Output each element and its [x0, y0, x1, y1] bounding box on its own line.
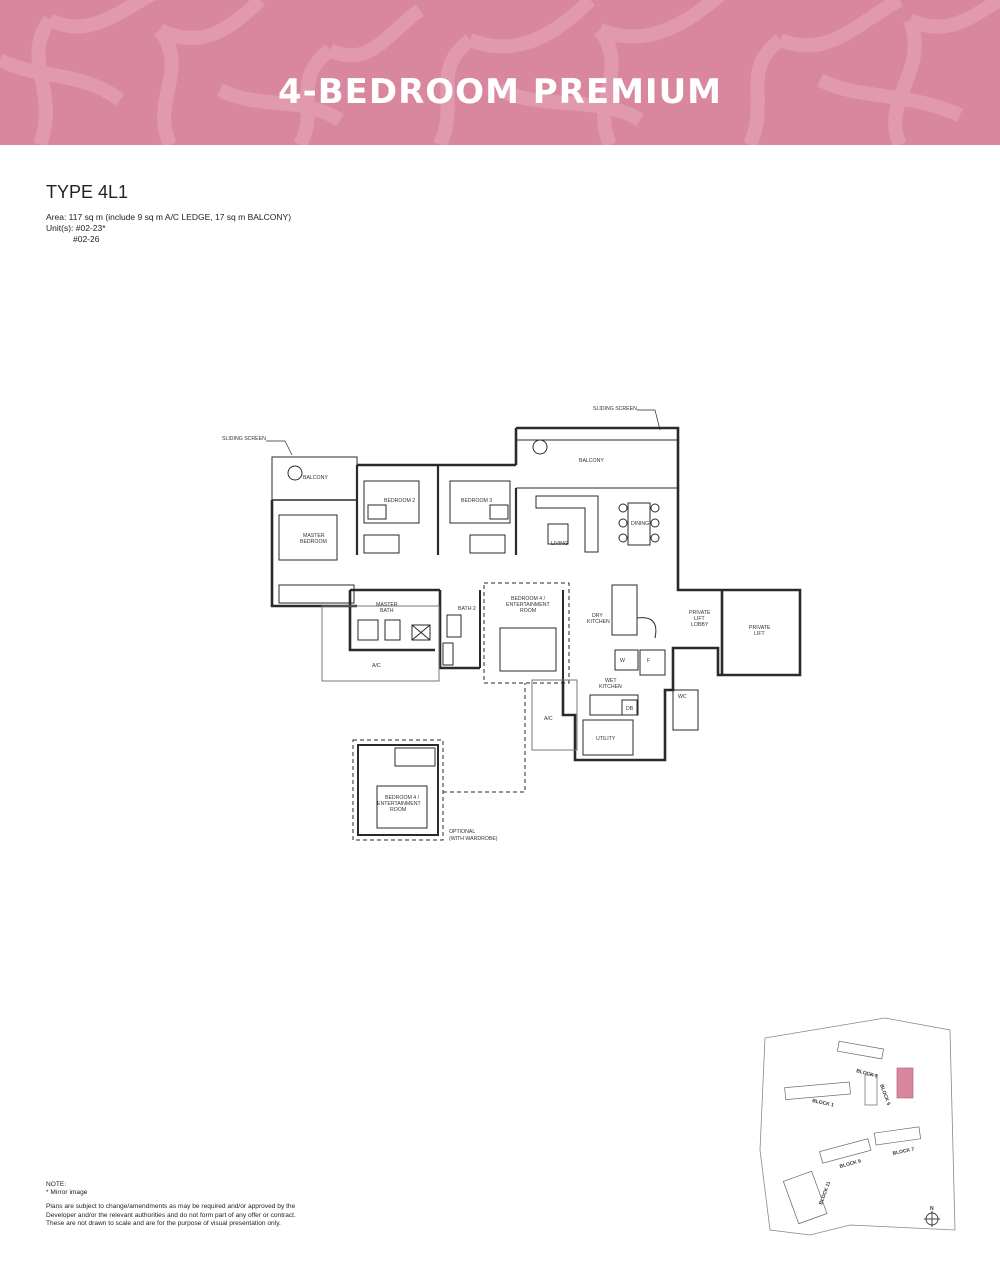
- label-fridge: F: [647, 658, 650, 664]
- note-heading: NOTE:: [46, 1181, 67, 1188]
- highlighted-unit: [896, 1067, 914, 1099]
- label-dry-kitchen-2: KITCHEN: [587, 619, 610, 625]
- banner-tree-pattern: [0, 0, 1000, 145]
- keyplan-block-5: BLOCK 5: [878, 1084, 891, 1107]
- label-master-bedroom-2: BEDROOM: [300, 539, 327, 545]
- label-bedroom-3: BEDROOM 3: [461, 498, 492, 504]
- label-bedroom-4-3: ROOM: [520, 608, 536, 614]
- label-optional-1: OPTIONAL: [449, 829, 475, 835]
- page-title: 4-BEDROOM PREMIUM: [277, 72, 723, 112]
- label-washer: W: [620, 658, 625, 664]
- keyplan-block-1: BLOCK 1: [812, 1098, 835, 1108]
- site-boundary: [759, 1017, 956, 1236]
- block-1-shape: [784, 1081, 851, 1100]
- block-11-shape: [782, 1170, 828, 1225]
- note-line-1: Plans are subject to change/amendments a…: [46, 1203, 296, 1211]
- label-balcony-right: BALCONY: [579, 458, 604, 464]
- label-private-lift-1: PRIVATE: [749, 625, 771, 631]
- note-line-2: Developer and/or the relevant authoritie…: [46, 1211, 296, 1219]
- disclaimer-notes: NOTE: * Mirror image Plans are subject t…: [46, 1181, 296, 1228]
- keyplan-block-11: BLOCK 11: [818, 1180, 832, 1205]
- label-dry-kitchen-1: DRY: [592, 613, 603, 619]
- label-utility: UTILITY: [596, 736, 616, 742]
- unit-info: Area: 117 sq m (include 9 sq m A/C LEDGE…: [46, 212, 291, 245]
- label-optional-bedroom-4-1: BEDROOM 4 /: [385, 795, 420, 801]
- block-7-shape: [873, 1126, 922, 1146]
- unit-numbers: Unit(s): #02-23*: [46, 223, 106, 233]
- label-optional-bedroom-4-3: ROOM: [390, 807, 406, 813]
- label-wc: WC: [678, 694, 687, 700]
- label-balcony-left: BALCONY: [303, 475, 328, 481]
- label-bedroom-4-1: BEDROOM 4 /: [511, 596, 546, 602]
- label-db: DB: [626, 706, 634, 712]
- wall-east-south: [516, 426, 802, 762]
- note-mirror: * Mirror image: [46, 1189, 88, 1197]
- label-bedroom-4-2: ENTERTAINMENT: [506, 602, 550, 608]
- label-master-bath-1: MASTER: [376, 602, 398, 608]
- unit-numbers-more: #02-26: [73, 234, 100, 244]
- label-sliding-screen-left: SLIDING SCREEN: [222, 436, 266, 442]
- keyplan-block-9: BLOCK 9: [839, 1158, 862, 1170]
- keyplan-block-3: BLOCK 3: [855, 1068, 878, 1080]
- label-private-lift-2: LIFT: [754, 631, 765, 637]
- label-bedroom-2: BEDROOM 2: [384, 498, 415, 504]
- unit-type-title: TYPE 4L1: [46, 182, 129, 202]
- label-optional-bedroom-4-2: ENTERTAINMENT: [377, 801, 421, 807]
- keyplan-block-7: BLOCK 7: [892, 1146, 915, 1156]
- label-living: LIVING: [551, 541, 568, 547]
- label-private-lift-lobby-3: LOBBY: [691, 622, 709, 628]
- block-9-shape: [819, 1138, 872, 1164]
- block-3-shape: [837, 1040, 884, 1060]
- label-master-bedroom-1: MASTER: [303, 533, 325, 539]
- label-wet-kitchen-2: KITCHEN: [599, 684, 622, 690]
- north-arrow-icon: N: [924, 1206, 940, 1227]
- wall-master-bath: [348, 590, 435, 652]
- block-5-shape: [864, 1074, 878, 1106]
- label-sliding-screen-right: SLIDING SCREEN: [593, 406, 637, 412]
- label-master-bath-2: BATH: [380, 608, 394, 614]
- note-line-3: These are not drawn to scale and are for…: [46, 1219, 281, 1227]
- label-private-lift-lobby-1: PRIVATE: [689, 610, 711, 616]
- label-private-lift-lobby-2: LIFT: [694, 616, 705, 622]
- label-ac-right: A/C: [544, 716, 553, 722]
- label-bath-2: BATH 2: [458, 606, 476, 612]
- unit-area: Area: 117 sq m (include 9 sq m A/C LEDGE…: [46, 212, 292, 222]
- north-label: N: [930, 1206, 934, 1212]
- label-dining: DINING: [631, 521, 649, 527]
- wall-bath-south: [438, 590, 480, 670]
- header-banner: 4-BEDROOM PREMIUM: [0, 0, 1000, 145]
- label-ac-left: A/C: [372, 663, 381, 669]
- label-wet-kitchen-1: WET: [605, 678, 617, 684]
- label-optional-2: (WITH WARDROBE): [449, 836, 498, 842]
